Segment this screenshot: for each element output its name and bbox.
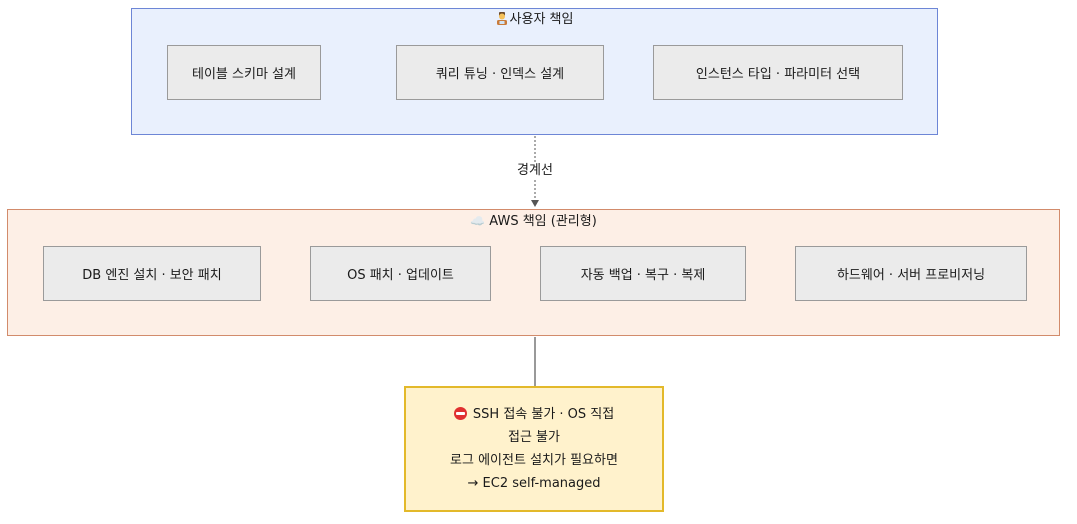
restriction-note: SSH 접속 불가 · OS 직접 접근 불가 로그 에이전트 설치가 필요하면…: [404, 386, 664, 512]
aws-responsibility-group: ☁️ AWS 책임 (관리형) DB 엔진 설치 · 보안 패치 OS 패치 ·…: [7, 209, 1060, 336]
cloud-icon: ☁️: [470, 214, 486, 228]
query-tuning-index-design-box: 쿼리 튜닝 · 인덱스 설계: [396, 45, 604, 100]
box-label: 쿼리 튜닝 · 인덱스 설계: [435, 67, 565, 82]
box-label: 인스턴스 타입 · 파라미터 선택: [695, 67, 861, 82]
note-line-2: 접근 불가: [508, 430, 560, 445]
box-label: 자동 백업 · 복구 · 복제: [580, 268, 706, 283]
box-label: 테이블 스키마 설계: [192, 67, 296, 82]
box-label: OS 패치 · 업데이트: [347, 268, 454, 283]
boundary-arrowhead: [531, 200, 539, 207]
db-engine-security-patch-box: DB 엔진 설치 · 보안 패치: [43, 246, 261, 301]
instance-type-parameter-selection-box: 인스턴스 타입 · 파라미터 선택: [653, 45, 903, 100]
note-line-1-text: SSH 접속 불가 · OS 직접: [472, 407, 615, 422]
person-technologist-icon: [496, 12, 507, 25]
box-label: DB 엔진 설치 · 보안 패치: [82, 268, 222, 283]
os-patch-update-box: OS 패치 · 업데이트: [310, 246, 491, 301]
note-line-1: SSH 접속 불가 · OS 직접: [453, 403, 615, 426]
user-group-title-text: 사용자 책임: [509, 12, 574, 27]
note-line-4: → EC2 self-managed: [467, 476, 601, 491]
box-label: 하드웨어 · 서버 프로비저닝: [836, 268, 986, 283]
aws-group-title: ☁️ AWS 책임 (관리형): [8, 213, 1059, 230]
note-line-3: 로그 에이전트 설치가 필요하면: [450, 453, 618, 468]
hardware-server-provisioning-box: 하드웨어 · 서버 프로비저닝: [795, 246, 1027, 301]
user-responsibility-group: 사용자 책임 테이블 스키마 설계 쿼리 튜닝 · 인덱스 설계 인스턴스 타입…: [131, 8, 938, 135]
table-schema-design-box: 테이블 스키마 설계: [167, 45, 321, 100]
user-group-title: 사용자 책임: [132, 12, 937, 28]
aws-group-title-text: AWS 책임 (관리형): [489, 214, 597, 229]
no-entry-icon: [453, 407, 467, 420]
boundary-label: 경계선: [495, 163, 575, 179]
auto-backup-restore-replication-box: 자동 백업 · 복구 · 복제: [540, 246, 746, 301]
